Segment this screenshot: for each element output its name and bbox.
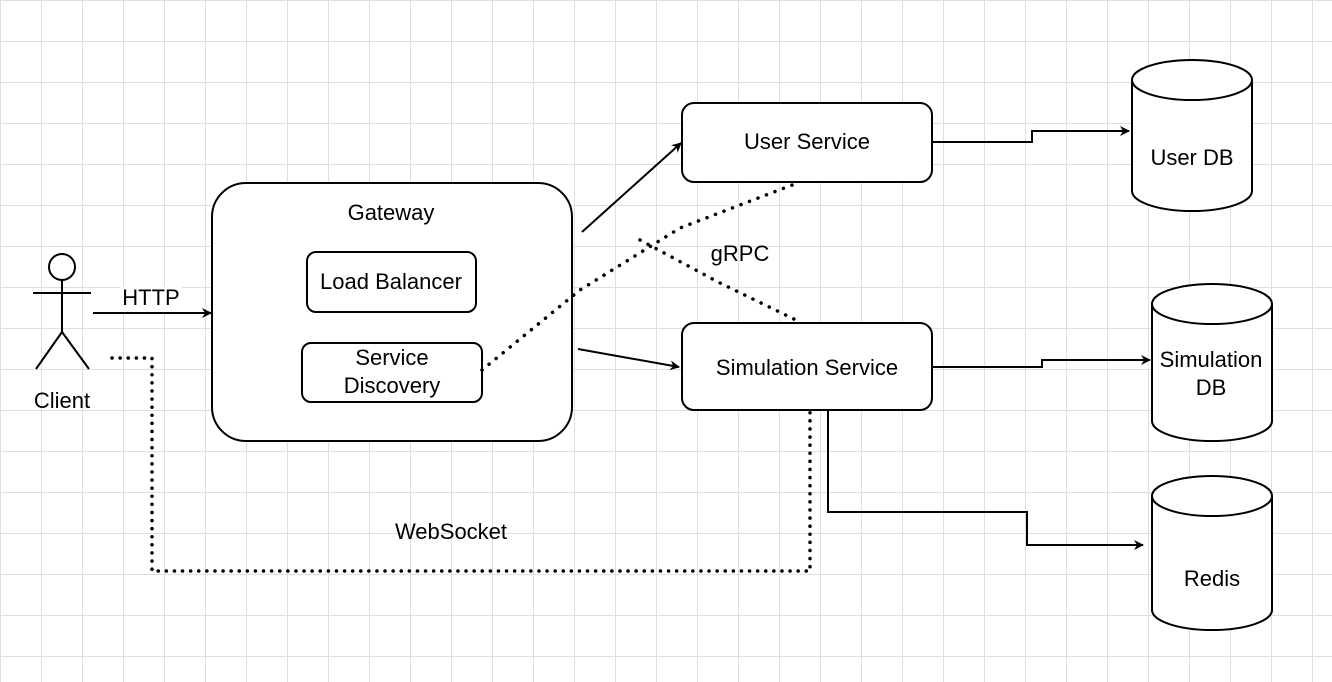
simulation-db-label-line1: Simulation xyxy=(1160,347,1263,372)
simulation-db-label-line2: DB xyxy=(1196,375,1227,400)
database-icon xyxy=(1151,475,1273,631)
redis-cylinder[interactable]: Redis xyxy=(1151,475,1273,631)
user-db-label: User DB xyxy=(1150,145,1233,170)
simulation-service-label: Simulation Service xyxy=(716,355,898,380)
simulation-db-cylinder[interactable]: Simulation DB xyxy=(1151,283,1273,442)
websocket-label: WebSocket xyxy=(395,519,507,544)
gateway-to-user-service-edge[interactable] xyxy=(581,142,682,233)
grpc-label: gRPC xyxy=(711,241,770,266)
service-discovery-label-line1: Service xyxy=(355,345,428,370)
user-db-cylinder[interactable]: User DB xyxy=(1131,59,1253,212)
http-label: HTTP xyxy=(122,285,179,310)
simulation-service-to-redis-edge[interactable] xyxy=(827,411,1144,550)
user-service-to-user-db-edge[interactable] xyxy=(933,126,1130,143)
redis-label: Redis xyxy=(1184,566,1240,591)
user-service-box[interactable]: User Service xyxy=(681,102,933,183)
stick-figure-icon xyxy=(33,253,91,370)
client-actor[interactable]: Client xyxy=(33,253,91,413)
http-edge[interactable]: HTTP xyxy=(93,285,212,318)
service-discovery-label-line2: Discovery xyxy=(344,373,441,398)
simulation-service-to-simulation-db-edge[interactable] xyxy=(933,355,1151,368)
grpc-edges[interactable] xyxy=(480,180,802,372)
user-service-label: User Service xyxy=(744,129,870,154)
gateway-title: Gateway xyxy=(348,200,435,225)
simulation-service-box[interactable]: Simulation Service xyxy=(681,322,933,411)
grpc-discovery-to-user-service xyxy=(480,180,802,372)
gateway-to-simulation-service-edge[interactable] xyxy=(577,348,680,371)
load-balancer-box[interactable]: Load Balancer xyxy=(306,251,477,313)
database-icon xyxy=(1151,283,1273,442)
service-discovery-box[interactable]: Service Discovery xyxy=(301,342,483,403)
load-balancer-label: Load Balancer xyxy=(320,269,462,294)
database-icon xyxy=(1131,59,1253,212)
client-label: Client xyxy=(34,388,90,413)
websocket-edge[interactable] xyxy=(110,356,812,573)
